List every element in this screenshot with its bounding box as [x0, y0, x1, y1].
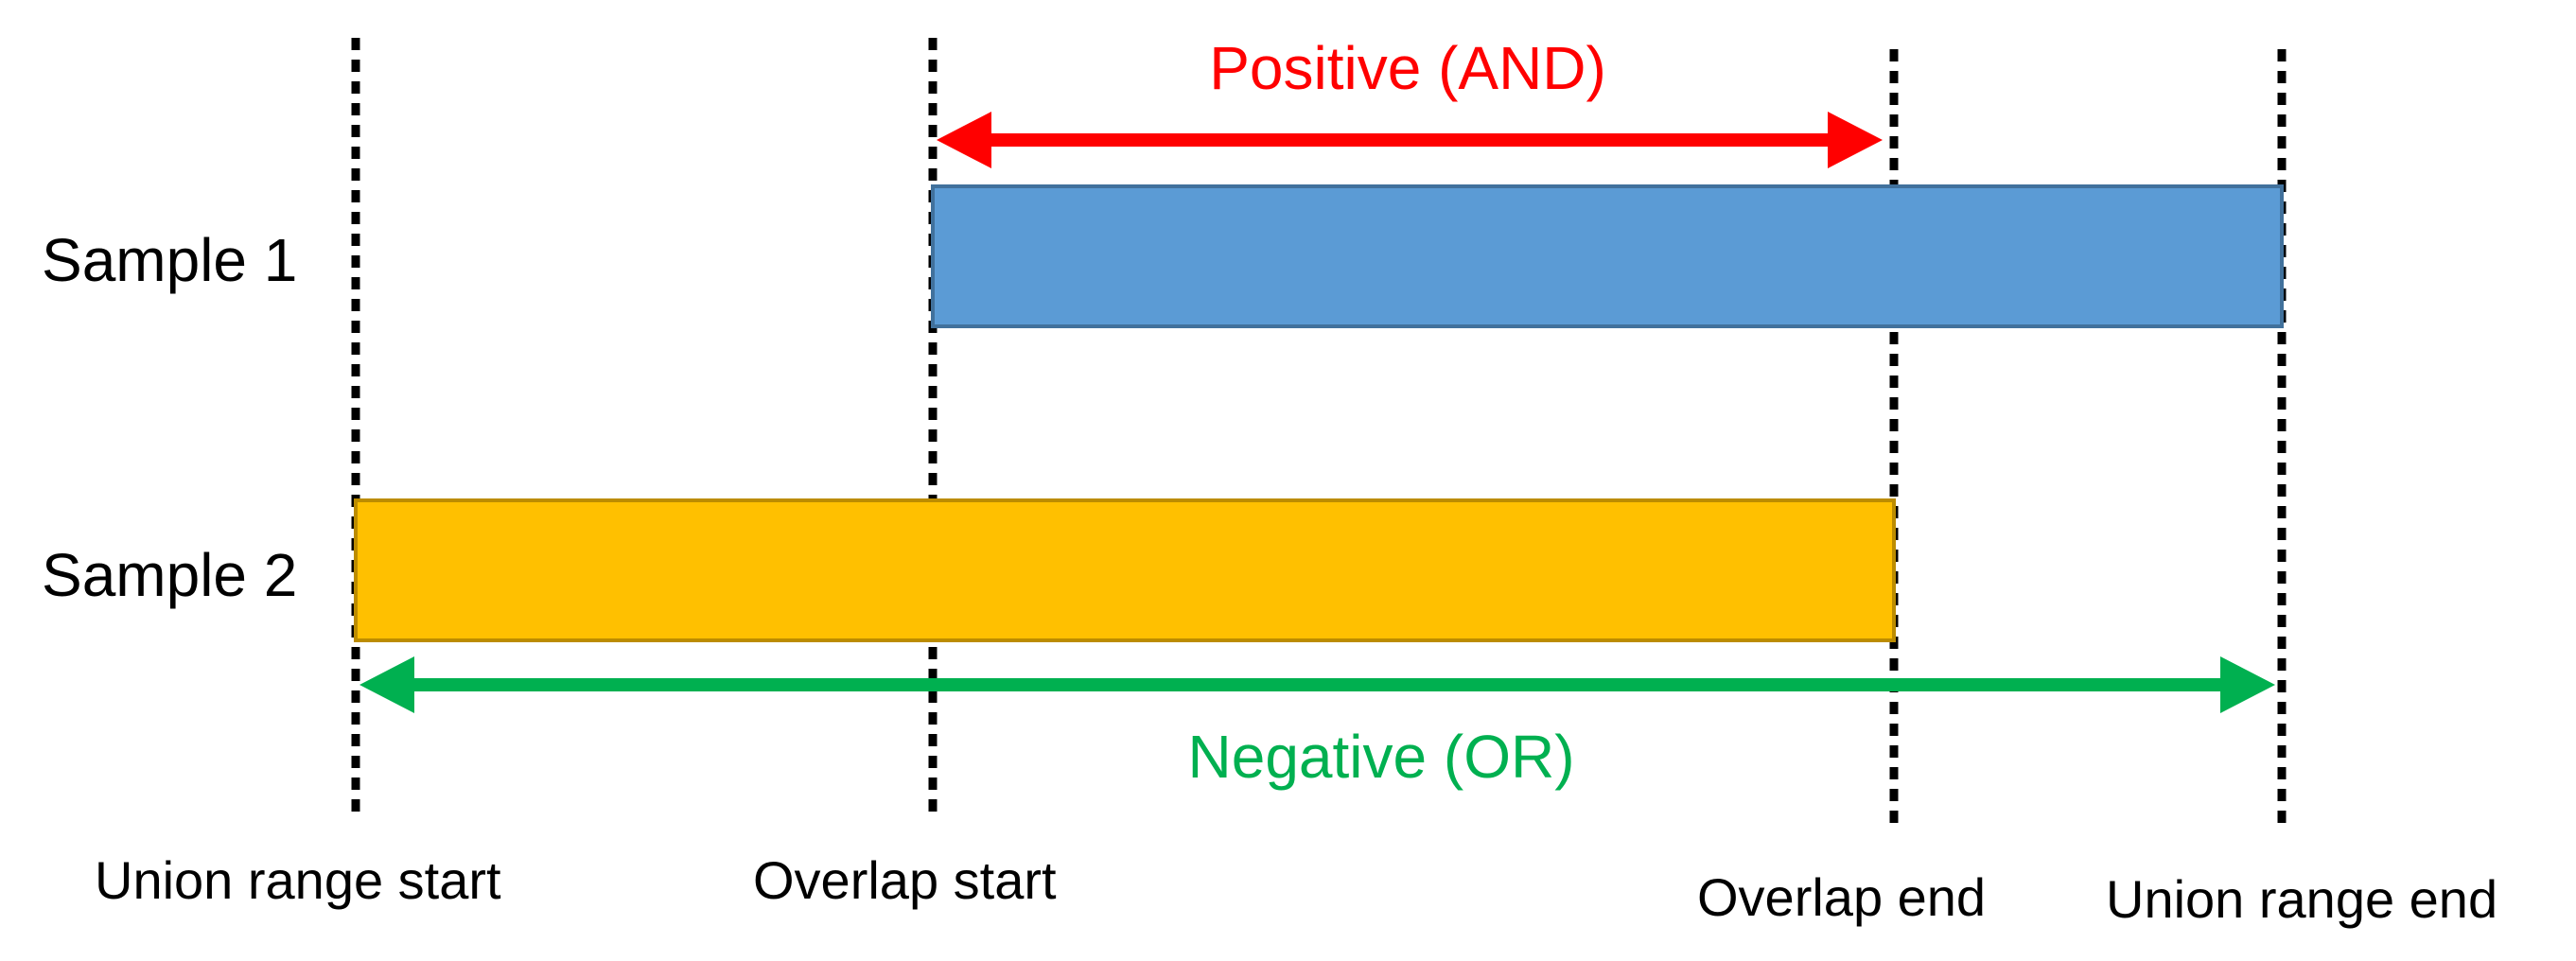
negative-range-arrow — [359, 656, 2275, 713]
overlap-start-label: Overlap start — [753, 850, 1057, 910]
sample-2-label: Sample 2 — [42, 541, 297, 609]
union-range-start-label: Union range start — [95, 850, 501, 910]
positive-arrow-right-head — [1828, 112, 1883, 168]
negative-arrow-left-head — [359, 656, 414, 713]
negative-range-label: Negative (OR) — [1188, 723, 1575, 791]
sample-1-bar-outline — [931, 184, 2284, 328]
sample-2-bar — [356, 500, 1894, 640]
sample-1-label: Sample 1 — [42, 226, 297, 294]
positive-range-label: Positive (AND) — [1209, 34, 1606, 102]
negative-arrow-right-head — [2220, 656, 2275, 713]
sample-2-bar-outline — [354, 498, 1896, 642]
positive-range-arrow — [937, 112, 1883, 168]
overlap-end-label: Overlap end — [1697, 867, 1986, 927]
union-range-end-label: Union range end — [2106, 869, 2497, 929]
sample-1-bar — [933, 186, 2282, 326]
marker-lines — [351, 38, 2287, 829]
positive-arrow-left-head — [937, 112, 991, 168]
